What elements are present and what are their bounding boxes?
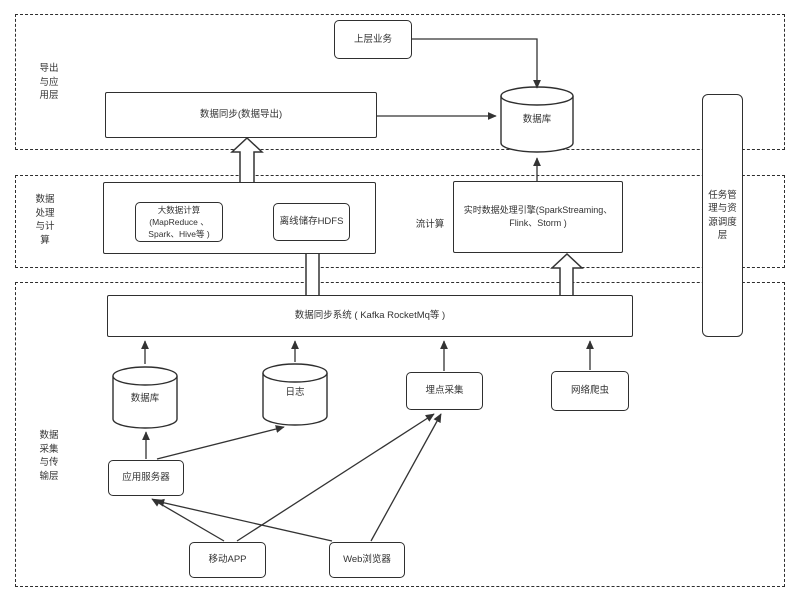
layer-label-export-application: 导出 与应 用层 xyxy=(39,63,59,101)
node-tracking-collect[interactable]: 埋点采集 xyxy=(406,372,483,410)
block-arrow-to-data-sync-export xyxy=(230,136,264,184)
arrow-appserver-to-log xyxy=(156,425,285,460)
node-big-data-compute[interactable]: 大数据计算 (MapReduce 、 Spark、Hive等 ) xyxy=(135,202,223,242)
block-arrow-to-realtime-engine xyxy=(550,252,584,297)
database-source-label: 数据库 xyxy=(130,393,160,404)
database-source-cylinder[interactable] xyxy=(112,366,178,429)
layer-label-collection-transmission: 数据 采集 与传 输层 xyxy=(39,430,59,482)
node-app-server[interactable]: 应用服务器 xyxy=(108,460,184,496)
node-data-sync-export[interactable]: 数据同步(数据导出) xyxy=(105,92,377,138)
arrow-webbrowser-to-tracking xyxy=(370,413,442,542)
database-app-layer-cylinder[interactable] xyxy=(500,86,574,153)
log-cylinder[interactable] xyxy=(262,363,328,426)
node-task-resource-panel[interactable]: 任务管 理与资 源调度 层 xyxy=(702,94,743,337)
arrow-mobileapp-to-tracking xyxy=(236,413,435,542)
layer-box-processing-computing xyxy=(15,175,785,268)
node-upper-business[interactable]: 上层业务 xyxy=(334,20,412,59)
arrow-upper-business-to-database xyxy=(412,38,541,89)
node-web-crawler[interactable]: 网络爬虫 xyxy=(551,371,629,411)
arrow-mobileapp-to-appserver xyxy=(151,498,225,542)
node-web-browser[interactable]: Web浏览器 xyxy=(329,542,405,578)
layer-box-export-application xyxy=(15,14,785,150)
node-sync-system[interactable]: 数据同步系统 ( Kafka RocketMq等 ) xyxy=(107,295,633,337)
layer-box-collection-transmission xyxy=(15,282,785,587)
arrow-webbrowser-to-appserver xyxy=(155,498,333,542)
log-label: 日志 xyxy=(285,387,305,398)
node-realtime-engine[interactable]: 实时数据处理引擎(SparkStreaming、 Flink、Storm ) xyxy=(453,181,623,253)
node-offline-hdfs[interactable]: 离线储存HDFS xyxy=(273,203,350,241)
stream-compute-label: 流计算 xyxy=(415,219,445,230)
layer-label-processing-computing: 数据 处理 与计 算 xyxy=(35,194,55,246)
node-mobile-app[interactable]: 移动APP xyxy=(189,542,266,578)
database-app-layer-label: 数据库 xyxy=(522,114,552,125)
